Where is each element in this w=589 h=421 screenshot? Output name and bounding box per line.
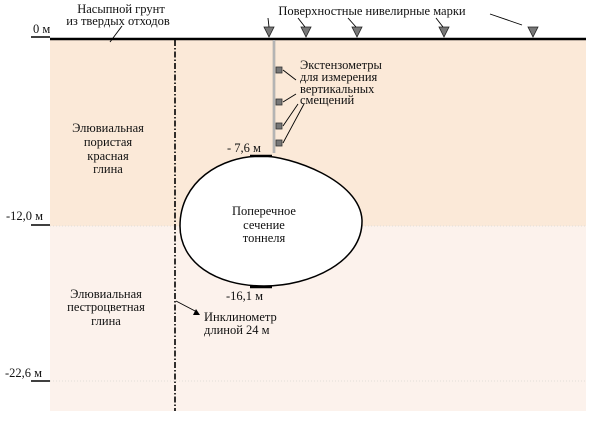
survey-mark-triangle [263,26,275,38]
survey-marks-label: Поверхностные нивелирные марки [278,4,466,18]
inclinometer-label: Инклинометр [204,310,277,324]
survey-mark-triangle [300,26,312,38]
extensometer-label: Экстензометры [300,58,382,72]
upper-layer-label: пористая [84,135,133,149]
survey-mark-triangle [351,26,363,38]
extensometer-label: для измерения [300,70,378,84]
tunnel-label: тоннеля [243,231,286,245]
survey-mark-triangle [527,26,539,38]
extensometer-marker [275,139,283,147]
survey-mark-leader [297,17,306,28]
fill-soil-leader [109,25,123,43]
extensometer-label: смещений [300,93,355,107]
depth-boundary-label: -12,0 м [6,209,43,223]
tunnel-invert-depth-label: -16,1 м [226,289,263,303]
tunnel-label: сечение [243,218,285,232]
depth-surface-label: 0 м [33,22,50,36]
extensometer-leader [282,103,305,144]
survey-mark-leader [435,17,444,28]
extensometer-leader [282,103,299,127]
survey-mark-leader [347,17,357,28]
extensometer-leader [282,69,297,81]
survey-mark-triangle [438,26,450,38]
extensometer-label: вертикальных [300,82,375,96]
inclinometer-label: длиной 24 м [204,323,270,337]
fill-soil-label: Насыпной грунт [77,2,165,16]
survey-mark-leader [489,13,523,26]
upper-layer-label: глина [93,162,123,176]
lower-layer-label: пестроцветная [67,300,145,314]
inclinometer-arrowhead [193,309,200,315]
extensometer-leader [282,93,297,103]
upper-layer-label: Элювиальная [72,121,144,135]
extensometer-marker [275,66,283,74]
lower-layer-label: глина [91,314,121,328]
depth-bottom-label: -22,6 м [5,366,42,380]
survey-mark-leader [267,17,270,28]
extensometer-marker [275,122,283,130]
tunnel-crown-depth-label: - 7,6 м [227,141,261,155]
extensometer-marker [275,98,283,106]
tunnel-label: Поперечное [232,204,296,218]
lower-layer-label: Элювиальная [70,287,142,301]
upper-layer-label: красная [87,149,129,163]
inclinometer-leader [175,300,198,313]
fill-soil-label: из твердых отходов [66,14,170,28]
